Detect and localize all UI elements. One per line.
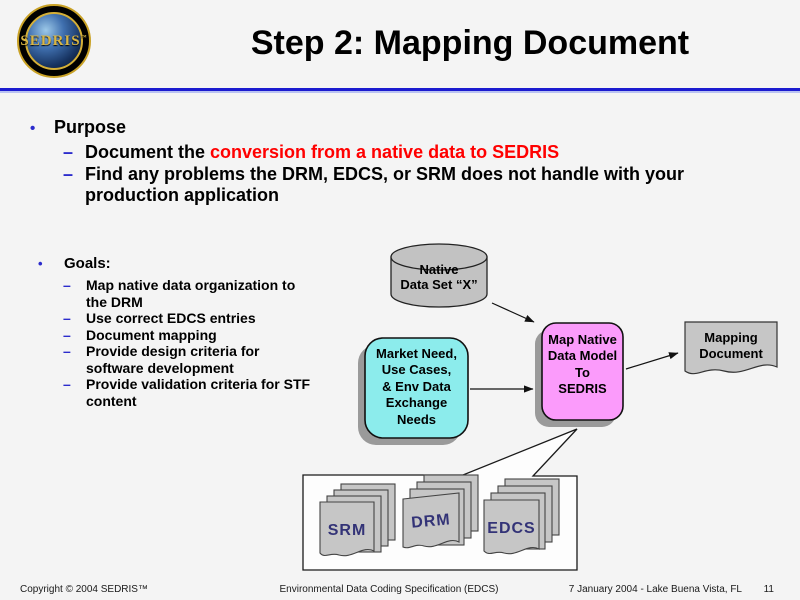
mapping-document-shape	[684, 321, 778, 375]
title-area: Step 2: Mapping Document	[140, 24, 800, 63]
goal-item-5: Provide validation criteria for STF cont…	[86, 376, 311, 409]
footer-copyright: Copyright © 2004 SEDRIS™	[20, 584, 148, 595]
edcs-document-stack	[483, 478, 560, 555]
logo-trademark: ™	[80, 35, 88, 41]
logo-text: SEDRIS™	[19, 33, 89, 50]
goal-item-1: Map native data organization to the DRM	[86, 277, 296, 310]
goal-item-3: Document mapping	[86, 326, 217, 343]
footer-center-text: Environmental Data Coding Specification …	[279, 584, 499, 595]
purpose-item-2: Find any problems the DRM, EDCS, or SRM …	[85, 163, 685, 206]
purpose-list: – Document the conversion from a native …	[63, 142, 778, 207]
srm-document-stack	[319, 483, 396, 557]
page-title: Step 2: Mapping Document	[250, 24, 690, 62]
mapping-document-label: Mapping Document	[699, 330, 763, 361]
drm-document-stack	[402, 474, 479, 549]
map-native-label: Map Native Data Model To SEDRIS	[547, 332, 618, 397]
list-item: –Use correct EDCS entries	[63, 310, 338, 327]
arrow-cylinder-to-map	[491, 302, 535, 323]
list-item: –Map native data organization to the DRM	[63, 277, 338, 310]
list-item: –Provide validation criteria for STF con…	[63, 376, 338, 409]
globe-icon	[25, 12, 83, 70]
dash-icon: –	[63, 326, 71, 343]
srm-label: SRM	[327, 522, 367, 539]
edcs-label: EDCS	[487, 520, 536, 537]
market-need-label: Market Need, Use Cases, & Env Data Excha…	[376, 346, 457, 427]
footer-page-number: 11	[763, 584, 774, 595]
list-item: – Document the conversion from a native …	[63, 142, 778, 164]
market-need-box	[364, 337, 469, 439]
cylinder-top	[390, 243, 488, 271]
map-native-box	[541, 322, 624, 421]
goal-item-2: Use correct EDCS entries	[86, 310, 256, 326]
title-divider-rule	[0, 88, 800, 93]
goal-item-4: Provide design criteria for software dev…	[86, 343, 260, 376]
dash-icon: –	[63, 343, 71, 359]
cylinder-label: Native Data Set “X”	[400, 262, 478, 292]
purpose-item-1: Document the conversion from a native da…	[85, 142, 778, 164]
purpose-item-1-prefix: Document the	[85, 142, 211, 162]
native-data-cylinder	[390, 243, 488, 308]
goals-list: –Map native data organization to the DRM…	[63, 277, 338, 409]
purpose-item-1-highlight: conversion from a native data to SEDRIS	[210, 142, 560, 162]
list-item: – Find any problems the DRM, EDCS, or SR…	[63, 164, 778, 207]
list-item: –Document mapping	[63, 327, 338, 344]
stack-front-sheet	[483, 499, 540, 555]
stack-front-sheet	[402, 492, 460, 549]
cylinder-body	[390, 256, 488, 308]
goals-heading: Goals:	[64, 255, 111, 272]
stack-front-sheet	[319, 501, 375, 557]
bullet-icon: •	[30, 120, 36, 137]
goals-section: • Goals: –Map native data organization t…	[38, 254, 338, 409]
list-item: –Provide design criteria for software de…	[63, 343, 338, 376]
footer-date-location: 7 January 2004 - Lake Buena Vista, FL	[568, 584, 742, 595]
dash-icon: –	[63, 376, 71, 392]
dash-icon: –	[63, 163, 74, 184]
purpose-heading-row: • Purpose	[30, 116, 778, 140]
sedris-logo: SEDRIS™	[17, 4, 91, 78]
logo-word: SEDRIS	[20, 33, 81, 49]
bullet-icon: •	[38, 256, 43, 271]
dash-icon: –	[63, 277, 71, 293]
goals-heading-row: • Goals:	[38, 254, 338, 274]
purpose-heading: Purpose	[54, 117, 127, 137]
dash-icon: –	[63, 142, 74, 162]
purpose-section: • Purpose – Document the conversion from…	[30, 116, 778, 207]
dash-icon: –	[63, 310, 71, 326]
arrow-map-to-document	[625, 352, 679, 370]
